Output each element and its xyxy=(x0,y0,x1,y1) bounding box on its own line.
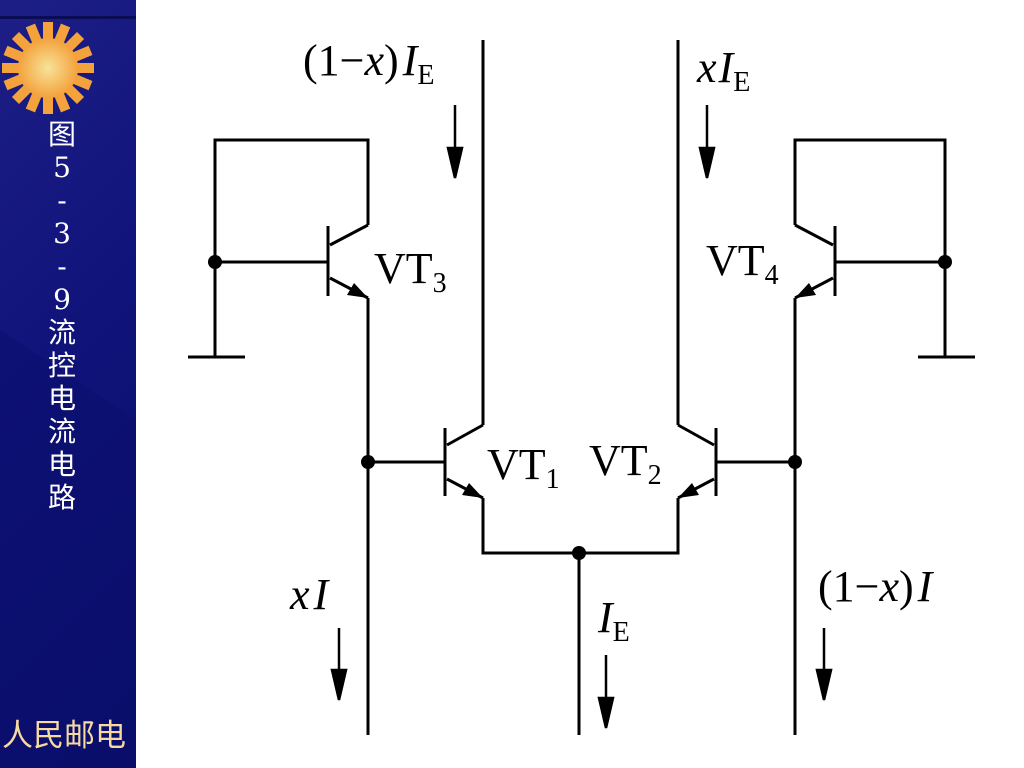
wire-emitter-tie xyxy=(481,498,680,555)
figure-title-char: 电 xyxy=(47,448,76,481)
label-current-bottom-right: (1−x)I xyxy=(818,562,935,611)
wire-vt3-loop xyxy=(213,138,370,357)
figure-title-char: 3 xyxy=(53,217,71,250)
vt1-emitter-arrow xyxy=(462,483,483,498)
current-arrow-top-left xyxy=(446,105,464,179)
label-current-bottom-left: xI xyxy=(289,570,331,619)
figure-title-char: - xyxy=(57,184,67,217)
gear-tooth xyxy=(74,63,94,73)
vt2-emitter-arrow xyxy=(678,483,699,498)
figure-title-char: 电 xyxy=(47,382,76,415)
label-current-top-left: (1−x)IE xyxy=(303,36,434,91)
publisher-name: 人民邮电 xyxy=(2,718,126,754)
junction-dot xyxy=(938,255,952,269)
circuit-diagram: VT3 VT4 VT1 VT2 (1−x)IE xIE xI IE (1−x)I xyxy=(188,36,975,735)
sidebar: 图 5 - 3 - 9 流 控 电 流 电 路 人民邮电 xyxy=(0,0,136,768)
label-vt2: VT2 xyxy=(589,436,662,491)
vt4-emitter-arrow xyxy=(795,283,816,298)
junction-dot xyxy=(208,255,222,269)
vt3-emitter-arrow xyxy=(347,283,368,298)
gear-tooth xyxy=(2,63,22,73)
label-current-bottom-center: IE xyxy=(597,593,630,648)
vt2-collector-lead xyxy=(677,423,715,447)
vt1-collector-lead xyxy=(446,423,484,447)
figure-title-char: 控 xyxy=(47,349,76,382)
junction-dot xyxy=(788,455,802,469)
figure-title-char: 流 xyxy=(47,415,76,448)
label-vt3: VT3 xyxy=(374,244,447,299)
sidebar-shading xyxy=(0,330,136,768)
figure-title-char: 流 xyxy=(47,316,76,349)
gear-icon xyxy=(2,22,94,114)
current-arrow-top-right xyxy=(698,105,716,179)
label-vt1: VT1 xyxy=(487,440,560,495)
vt4-collector-lead xyxy=(794,223,834,247)
current-arrow-bottom-left xyxy=(330,628,348,701)
vt3-collector-lead xyxy=(329,223,369,247)
gear-tooth xyxy=(43,94,53,114)
label-current-top-right: xIE xyxy=(696,43,750,98)
figure-title-char: - xyxy=(57,250,67,283)
figure-title-char: 路 xyxy=(47,481,76,514)
figure-title: 图 5 - 3 - 9 流 控 电 流 电 路 xyxy=(32,118,92,514)
figure-title-char: 5 xyxy=(53,151,71,184)
junction-dot xyxy=(572,546,586,560)
wire-vt4-loop xyxy=(793,138,947,357)
current-arrow-bottom-center xyxy=(597,655,615,729)
junction-dot xyxy=(361,455,375,469)
figure-title-char: 图 xyxy=(47,118,76,151)
current-arrow-bottom-right xyxy=(815,628,833,701)
sidebar-top-rule xyxy=(0,16,136,19)
gear-tooth xyxy=(43,22,53,42)
label-vt4: VT4 xyxy=(706,236,779,291)
figure-title-char: 9 xyxy=(53,283,71,316)
